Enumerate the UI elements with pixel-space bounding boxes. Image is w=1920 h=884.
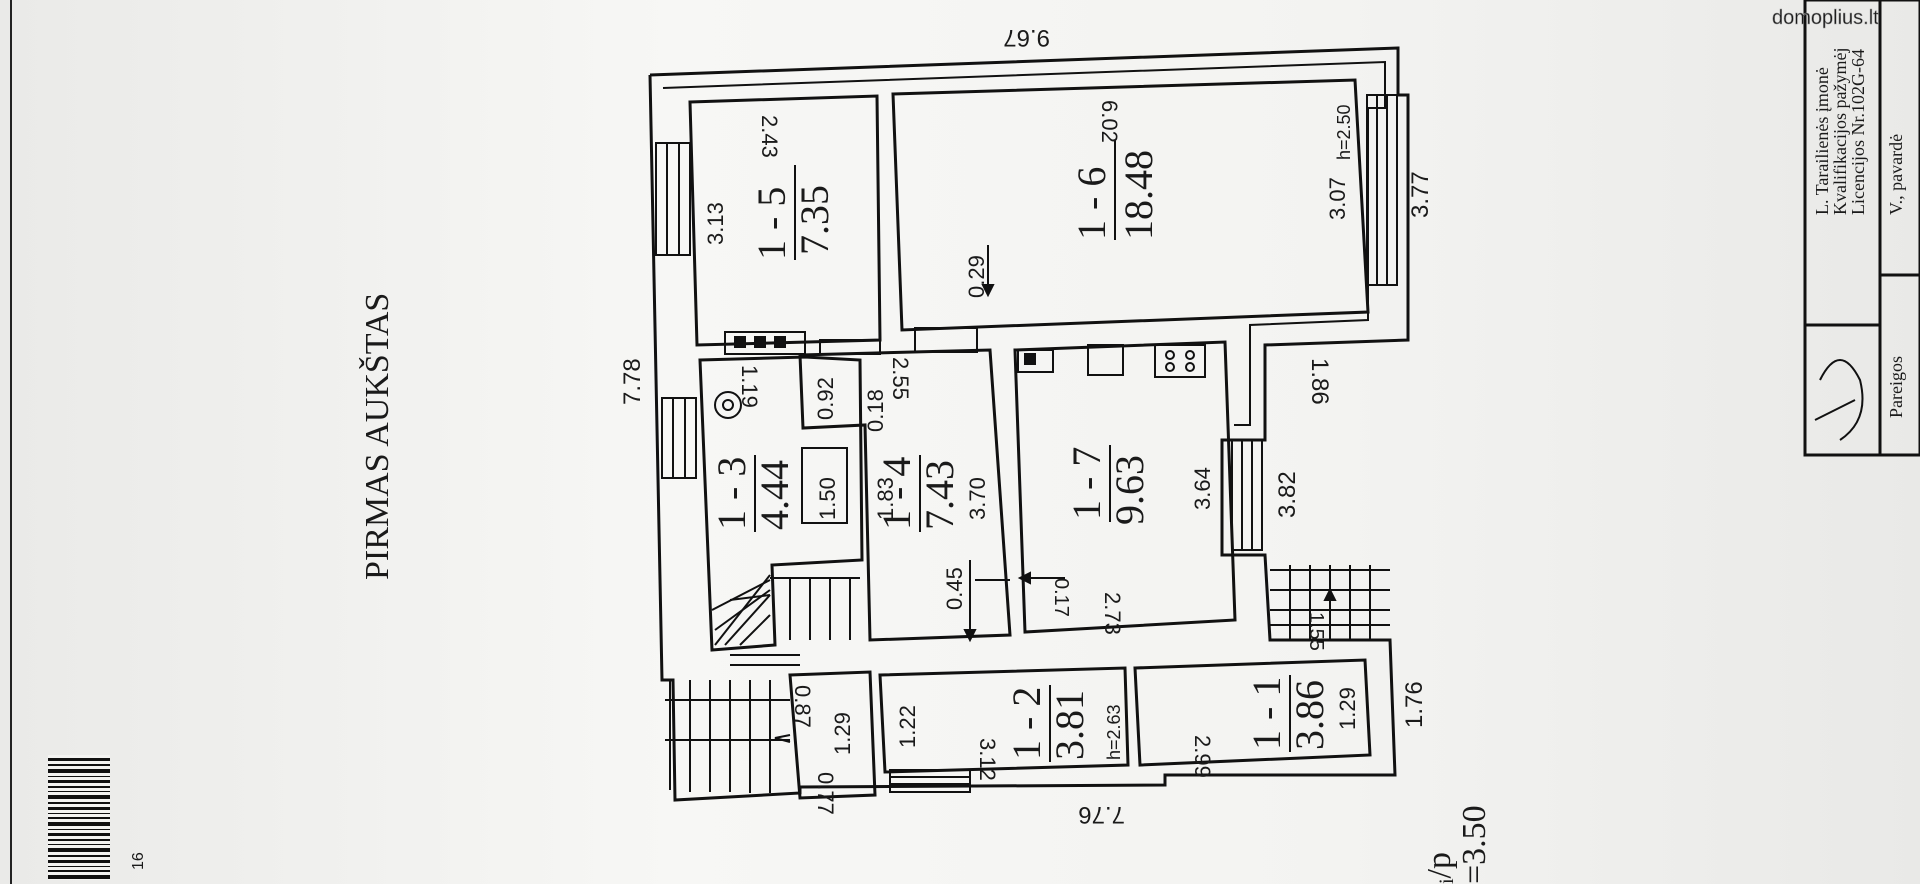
stove-icon: [724, 331, 806, 355]
room-1-2-dim-d: 0.77: [813, 772, 838, 815]
room-1-1-area: 3.86: [1287, 680, 1332, 750]
stamp-line-3: Licencijos Nr.102G-64: [1848, 49, 1868, 215]
wall-dim-029: 0.29: [964, 255, 989, 298]
bath-dim: 1.50: [815, 477, 840, 520]
dim-bottom: 7.76: [1078, 801, 1125, 828]
room-1-2-dim-e: 0.87: [790, 685, 815, 728]
room-1-5-id: 1 - 5: [749, 187, 794, 260]
watermark: domoplius.lt: [1772, 7, 1879, 29]
room-1-1-id: 1 - 1: [1244, 677, 1289, 750]
room-1-2-height: h=2.63: [1104, 704, 1124, 760]
room-1-1-dim-a: 2.99: [1190, 735, 1215, 778]
page-number: 16: [130, 852, 147, 870]
stamp-role-label: Pareigos: [1886, 356, 1906, 418]
room-1-7-dim-c: 0.17: [1050, 578, 1072, 617]
room-1-4-id: 1 - 4: [874, 457, 919, 530]
room-1-7-area: 9.63: [1107, 455, 1152, 525]
room-1-4-dim-c: 1.83: [873, 477, 898, 520]
room-1-2-dim-a: 3.12: [975, 738, 1000, 781]
room-1-2-dim-c: 1.29: [830, 712, 855, 755]
fixtures: [714, 331, 1206, 524]
stamp-text: L. Tarailienės įmonė Kvalifikacijos pažy…: [1812, 48, 1906, 418]
stamp-name-label: V., pavardė: [1886, 134, 1906, 215]
room-1-5-dim-b: 3.13: [703, 202, 728, 245]
room-1-2-id: 1 - 2: [1004, 687, 1049, 760]
room-1-4-dim-b: 3.70: [965, 477, 990, 520]
room-1-3-id: 1 - 3: [709, 457, 754, 530]
room-1-4-area: 7.43: [917, 460, 962, 530]
dim-top: 9.67: [1003, 24, 1050, 51]
dimension-arrows: [963, 245, 1337, 643]
room-1-6-area: 18.48: [1116, 150, 1161, 240]
room-1-5-dim-a: 2.43: [757, 115, 782, 158]
floor-title: PIRMAS AUKŠTAS: [358, 293, 396, 580]
room-1-1-dim-b: 1.29: [1335, 687, 1360, 730]
title-block: [1803, 0, 1920, 457]
toilet-icon: [714, 391, 742, 419]
room-1-6-dim-b: 3.07: [1325, 177, 1350, 220]
room-1-3-area: 4.44: [752, 460, 797, 530]
windows: [655, 94, 1398, 793]
room-1-2-area: 3.81: [1047, 690, 1092, 760]
room-1-6-id: 1 - 6: [1069, 167, 1114, 240]
dim-right-upper: 3.77: [1407, 171, 1434, 218]
step-dim: 1.55: [1305, 612, 1327, 651]
room-1-6-dim-a: 6.02: [1097, 100, 1122, 143]
level-label: ᵢ/p: [1421, 852, 1458, 884]
cooktop-icon: [1154, 344, 1206, 378]
room-1-5-area: 7.35: [792, 185, 837, 255]
room-1-6-height: h=2.50: [1334, 104, 1354, 160]
room-1-4-dim-f: 0.45: [942, 567, 967, 610]
dim-left: 7.78: [619, 358, 646, 405]
room-labels: 1 - 5 7.35 2.43 3.13 1 - 6 18.48 6.02 3.…: [703, 100, 1360, 815]
dim-right-middle: 1.86: [1306, 358, 1333, 405]
room-1-4-dim-d: 0.92: [813, 377, 838, 420]
outer-dimension-labels: 9.67 7.78 7.76 3.77 1.86 3.82 1.76: [619, 24, 1434, 828]
room-1-7-dim-b: 2.73: [1100, 592, 1125, 635]
page-edge-line: [10, 0, 12, 884]
level-value: =3.50: [1456, 805, 1493, 884]
room-1-4-dim-a: 2.55: [888, 357, 913, 400]
barcode: [48, 755, 110, 880]
dim-right-lower: 1.76: [1401, 681, 1428, 728]
room-1-3-dim-a: 1.19: [737, 365, 762, 408]
room-1-2-dim-b: 1.22: [895, 705, 920, 748]
stamp-line-2: Kvalifikacijos pažymėj: [1830, 48, 1850, 215]
sink-icon: [1087, 344, 1124, 376]
stamp-line-1: L. Tarailienės įmonė: [1812, 67, 1832, 215]
room-1-7-id: 1 - 7: [1064, 447, 1109, 520]
dim-right-step: 3.82: [1274, 471, 1301, 518]
room-1-4-dim-e: 0.18: [863, 389, 888, 432]
room-1-7-dim-a: 3.64: [1190, 467, 1215, 510]
bathtub: [801, 447, 848, 524]
